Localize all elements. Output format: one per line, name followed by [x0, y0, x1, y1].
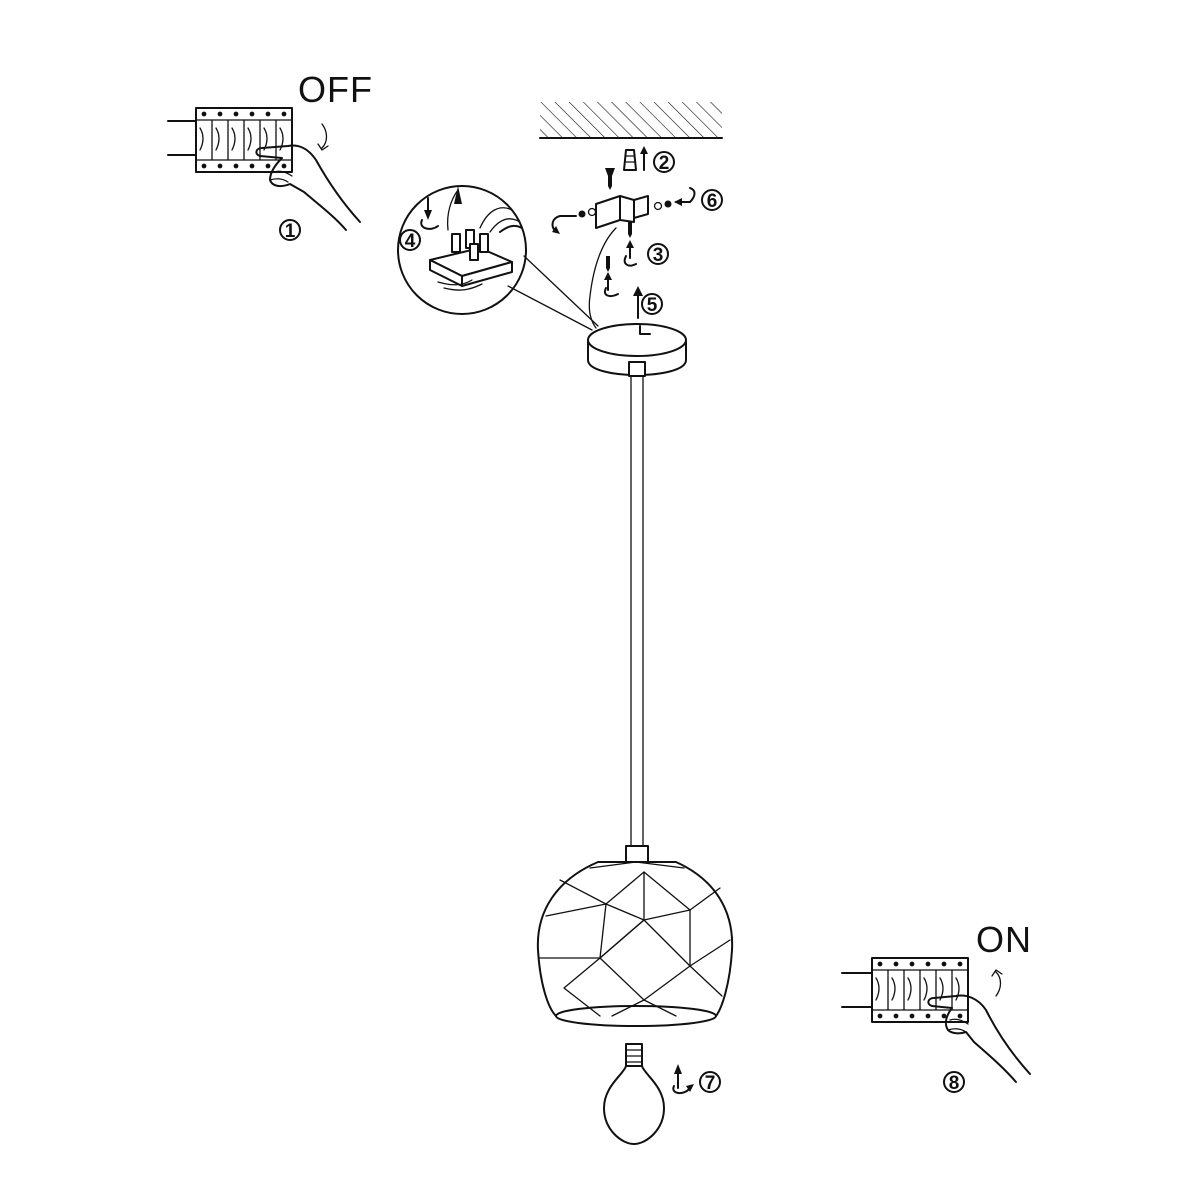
step-2-badge — [653, 151, 675, 173]
suspension-cord — [630, 375, 644, 847]
ceiling-canopy — [587, 323, 687, 377]
step-4-badge — [399, 229, 421, 251]
switch-up-arrow-icon — [991, 969, 1003, 997]
screw-icon — [605, 168, 615, 190]
switch-down-arrow-icon — [317, 123, 329, 151]
hand-icon — [255, 144, 361, 231]
mounting-bracket — [578, 195, 672, 229]
step-3-number: 3 — [653, 245, 664, 266]
step-3-badge — [647, 243, 669, 265]
step-7-badge — [699, 1071, 721, 1093]
step-7-number: 7 — [705, 1073, 716, 1094]
step-5-number: 5 — [647, 295, 658, 316]
light-bulb-icon — [603, 1043, 665, 1145]
rotate-right-arrow-icon — [675, 187, 696, 203]
wall-plug-icon — [623, 149, 637, 171]
breaker-panel-on — [841, 957, 969, 1023]
ceiling — [539, 102, 723, 139]
wiring-detail-callout — [397, 185, 599, 331]
step-6-badge — [701, 189, 723, 211]
step-4-number: 4 — [405, 231, 416, 252]
step-5-badge — [641, 293, 663, 315]
pendant-shade — [536, 845, 734, 1027]
on-label: ON — [976, 919, 1032, 960]
step-1-number: 1 — [285, 221, 296, 242]
hand-icon — [927, 994, 1031, 1083]
screw-icon — [604, 256, 619, 297]
supply-cable — [588, 227, 617, 329]
step-8-badge — [943, 1071, 965, 1093]
step-6-number: 6 — [707, 191, 718, 212]
breaker-panel-off — [167, 107, 293, 173]
step-1-badge — [279, 219, 301, 241]
step-2-number: 2 — [659, 153, 670, 174]
off-label: OFF — [298, 69, 373, 110]
step-8-number: 8 — [949, 1073, 960, 1094]
screw-icon — [623, 222, 637, 267]
